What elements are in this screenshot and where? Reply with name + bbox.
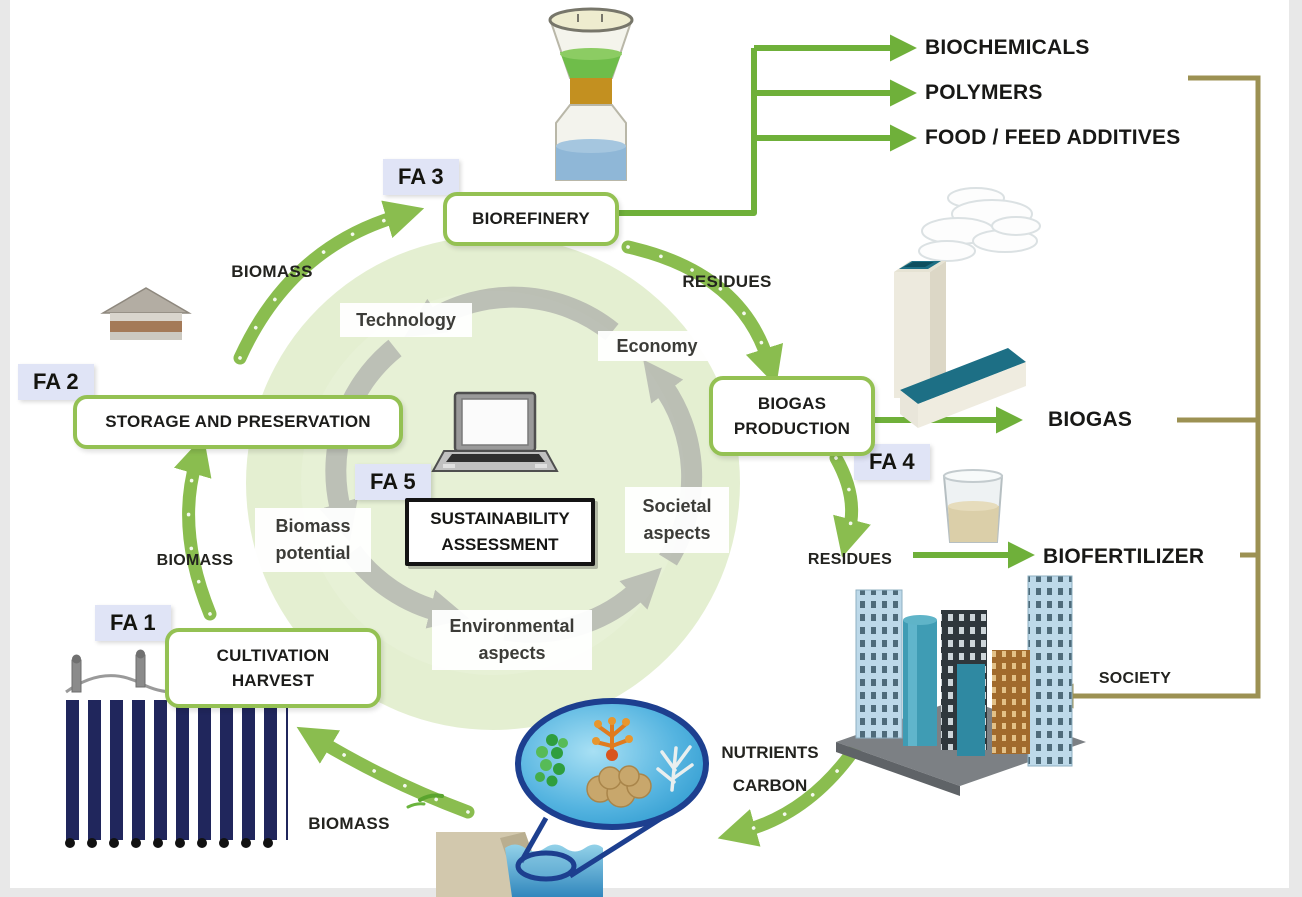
arrow-city-to-sea (717, 737, 865, 847)
cultivation-lines-icon (64, 649, 288, 848)
laptop-icon (431, 391, 559, 472)
orange-algae (594, 722, 630, 760)
filtration-funnel-icon (548, 7, 634, 181)
white-algae (656, 745, 694, 792)
aspect-environmental: Environmental aspects (432, 610, 592, 670)
fa2-tag: FA 2 (18, 364, 94, 400)
nutrients-carbon-label: NUTRIENTS CARBON (721, 743, 819, 796)
orange-algae-tips (592, 717, 633, 761)
society-label: SOCIETY (1098, 670, 1172, 687)
arrow-dots (186, 214, 860, 833)
aspect-societal: Societal aspects (625, 487, 729, 553)
arrow-biorefinery-to-biogas (621, 240, 784, 387)
city-icon (836, 575, 1086, 796)
fa3-tag: FA 3 (383, 159, 459, 195)
biofertilizer-label: BIOFERTILIZER (1043, 545, 1205, 568)
arrow-sea-to-cultivation (296, 726, 475, 819)
residues-label-right: RESIDUES (807, 551, 893, 568)
biomass-label-upper: BIOMASS (231, 262, 313, 281)
fa5-tag: FA 5 (355, 464, 431, 500)
green-algae (535, 734, 568, 787)
product-arrows (613, 34, 1035, 569)
aspect-technology: Technology (340, 303, 472, 337)
biogas-production-box: BIOGAS PRODUCTION (709, 376, 875, 456)
arrow-biogas-to-residues (829, 451, 871, 558)
aspect-biomass-potential: Biomass potential (255, 508, 371, 572)
biomass-label-bottom: BIOMASS (308, 814, 390, 833)
biomass-label-left: BIOMASS (156, 552, 234, 569)
arrow-cultivation-to-storage (173, 435, 217, 621)
biomass-cycle-arrows (173, 200, 871, 847)
aspect-economy: Economy (598, 331, 716, 361)
arrow-storage-to-biorefinery (233, 200, 425, 365)
biogas-label: BIOGAS (1048, 408, 1133, 431)
fa1-tag: FA 1 (95, 605, 171, 641)
brown-algae (586, 765, 652, 808)
residues-label-top: RESIDUES (682, 272, 772, 291)
biochemicals-label: BIOCHEMICALS (925, 36, 1090, 59)
beaker-icon (942, 469, 1004, 543)
food-feed-additives-label: FOOD / FEED ADDITIVES (925, 126, 1181, 149)
storage-preservation-box: STORAGE AND PRESERVATION (73, 395, 403, 449)
biorefinery-branch-stem (613, 48, 757, 216)
cultivation-harvest-box: CULTIVATION HARVEST (165, 628, 381, 708)
storage-silo-icon (100, 287, 192, 340)
society-loop (1048, 75, 1261, 709)
biorefinery-box: BIOREFINERY (443, 192, 619, 246)
sustainability-assessment-box: SUSTAINABILITY ASSESSMENT (405, 498, 595, 566)
seaweed-magnifier-icon (515, 698, 709, 882)
polymers-label: POLYMERS (925, 81, 1043, 104)
society-feedback-line (1048, 75, 1261, 709)
biogas-plant-icon (894, 187, 1041, 428)
